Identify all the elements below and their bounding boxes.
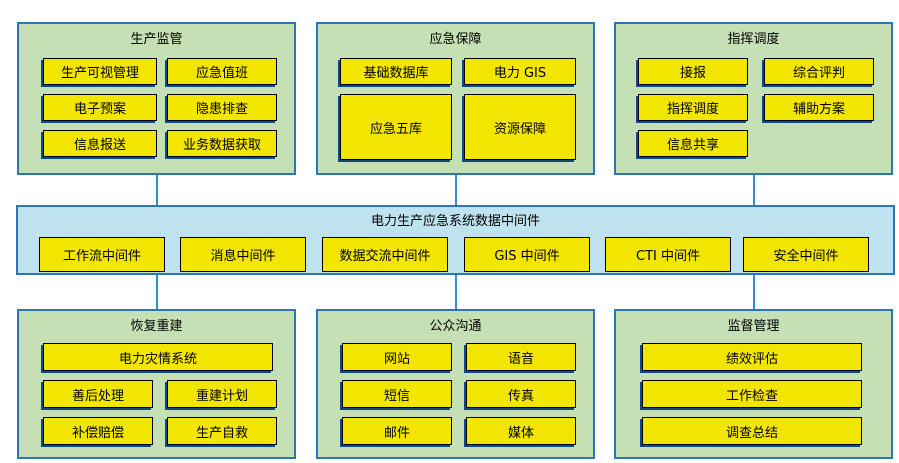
box-evaluation[interactable]: 综合评判 [764, 58, 874, 85]
box-rebuild-plan[interactable]: 重建计划 [167, 380, 277, 408]
box-aux-plan[interactable]: 辅助方案 [764, 94, 874, 121]
mw-gis[interactable]: GIS 中间件 [464, 237, 590, 272]
box-dispatch[interactable]: 指挥调度 [638, 94, 748, 121]
box-sms[interactable]: 短信 [342, 380, 452, 408]
box-media[interactable]: 媒体 [466, 417, 576, 445]
mw-data-exchange[interactable]: 数据交流中间件 [322, 237, 448, 272]
box-info-share[interactable]: 信息共享 [638, 130, 748, 157]
panel-command: 指挥调度 接报 综合评判 指挥调度 辅助方案 信息共享 [614, 22, 893, 175]
middleware-bar: 电力生产应急系统数据中间件 工作流中间件 消息中间件 数据交流中间件 GIS 中… [16, 205, 895, 275]
box-website[interactable]: 网站 [342, 343, 452, 371]
box-compensation[interactable]: 补偿赔偿 [43, 417, 153, 445]
middleware-title: 电力生产应急系统数据中间件 [370, 214, 540, 229]
panel-public: 公众沟通 网站 语音 短信 传真 邮件 媒体 [316, 309, 595, 459]
mw-security[interactable]: 安全中间件 [743, 237, 869, 272]
box-resource[interactable]: 资源保障 [464, 94, 576, 160]
box-business-data[interactable]: 业务数据获取 [167, 130, 277, 157]
connector-command [753, 173, 755, 206]
box-work-inspection[interactable]: 工作检查 [642, 380, 862, 408]
box-aftermath[interactable]: 善后处理 [43, 380, 153, 408]
panel-supervision: 监督管理 绩效评估 工作检查 调查总结 [614, 309, 893, 459]
box-hazard-check[interactable]: 隐患排查 [167, 94, 277, 121]
box-disaster-system[interactable]: 电力灾情系统 [43, 343, 273, 371]
box-investigation[interactable]: 调查总结 [642, 417, 862, 445]
box-email[interactable]: 邮件 [342, 417, 452, 445]
connector-public [455, 274, 457, 310]
panel-title-supervision: 监督管理 [727, 319, 780, 334]
box-power-gis[interactable]: 电力 GIS [464, 58, 576, 85]
connector-recovery [156, 274, 158, 310]
box-electronic-plan[interactable]: 电子预案 [43, 94, 157, 121]
box-voice[interactable]: 语音 [466, 343, 576, 371]
connector-supervision [753, 274, 755, 310]
panel-production: 生产监管 生产可视管理 应急值班 电子预案 隐患排查 信息报送 业务数据获取 [17, 22, 296, 175]
connector-emergency [455, 173, 457, 206]
panel-title-command: 指挥调度 [727, 32, 780, 47]
panel-title-recovery: 恢复重建 [130, 319, 183, 334]
box-five-libs[interactable]: 应急五库 [340, 94, 452, 160]
panel-recovery: 恢复重建 电力灾情系统 善后处理 重建计划 补偿赔偿 生产自救 [17, 309, 296, 459]
panel-title-emergency: 应急保障 [429, 32, 482, 47]
connector-production [156, 173, 158, 206]
mw-workflow[interactable]: 工作流中间件 [39, 237, 165, 272]
box-self-rescue[interactable]: 生产自救 [167, 417, 277, 445]
mw-message[interactable]: 消息中间件 [180, 237, 306, 272]
box-info-report[interactable]: 信息报送 [43, 130, 157, 157]
panel-emergency: 应急保障 基础数据库 电力 GIS 应急五库 资源保障 [316, 22, 595, 175]
box-duty[interactable]: 应急值班 [167, 58, 277, 85]
panel-title-production: 生产监管 [130, 32, 183, 47]
panel-title-public: 公众沟通 [429, 319, 482, 334]
mw-cti[interactable]: CTI 中间件 [605, 237, 731, 272]
box-receive-report[interactable]: 接报 [638, 58, 748, 85]
box-production-visual[interactable]: 生产可视管理 [43, 58, 157, 85]
box-performance[interactable]: 绩效评估 [642, 343, 862, 371]
box-fax[interactable]: 传真 [466, 380, 576, 408]
box-base-db[interactable]: 基础数据库 [340, 58, 452, 85]
